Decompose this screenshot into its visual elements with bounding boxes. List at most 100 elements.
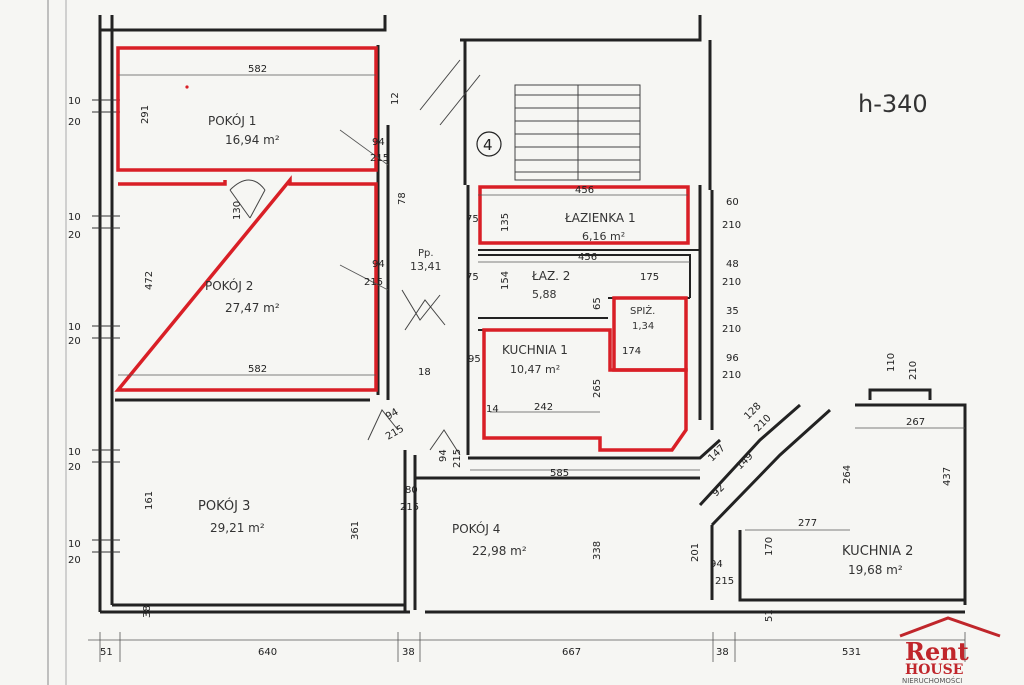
red-dot — [185, 85, 189, 89]
room-name-laz2: ŁAZ. 2 — [531, 269, 570, 283]
dim-label: 154 — [500, 271, 511, 290]
room-name-pokoj1: POKÓJ 1 — [208, 113, 256, 128]
dim-label: 14 — [486, 404, 499, 415]
room-area-hall: 13,41 — [410, 260, 442, 273]
highlight-kuchnia1 — [482, 328, 688, 452]
dim-label: 95 — [468, 354, 481, 365]
dim-label: 51 — [100, 647, 113, 658]
dim-label: 361 — [350, 521, 361, 540]
outer-walls — [98, 15, 967, 614]
dimension-lines — [88, 74, 966, 662]
room-area-kuchnia2: 19,68 m² — [848, 563, 903, 577]
room-area-pokoj4: 22,98 m² — [472, 544, 527, 558]
dim-label: 80 — [405, 485, 418, 496]
dim-label: 338 — [592, 541, 603, 560]
dim-label: 130 — [232, 201, 243, 220]
room-area-spiz: 1,34 — [632, 321, 654, 332]
dim-label: 94 — [372, 259, 385, 270]
room-name-kuchnia1: KUCHNIA 1 — [502, 343, 568, 357]
highlighted-rooms — [114, 46, 690, 452]
dim-label: 48 — [726, 259, 739, 270]
window-label: 10 — [68, 539, 81, 550]
dim-label: 174 — [622, 346, 641, 357]
window-label: 10 — [68, 447, 81, 458]
window-marks — [92, 99, 120, 553]
room-name-pokoj2: POKÓJ 2 — [205, 278, 253, 293]
room-area-lazienka1: 6,16 m² — [582, 230, 625, 243]
dim-label: 267 — [906, 417, 925, 428]
dim-label: 38 — [716, 647, 729, 658]
dim-label: 265 — [592, 379, 603, 398]
window-label: 10 — [68, 96, 81, 107]
room-name-pokoj3: POKÓJ 3 — [198, 498, 250, 514]
dim-label: 456 — [578, 252, 597, 263]
dim-label: 18 — [418, 367, 431, 378]
dim-label: 110 — [886, 353, 897, 372]
dim-label: 277 — [798, 518, 817, 529]
dim-label: 210 — [722, 324, 741, 335]
dim-label: 12 — [390, 92, 401, 105]
room-name-lazienka1: ŁAZIENKA 1 — [564, 211, 636, 225]
staircase-marker — [476, 131, 502, 157]
highlight-pokoj1 — [116, 46, 378, 172]
room-area-kuchnia1: 10,47 m² — [510, 363, 560, 376]
dim-label: 94 — [438, 449, 449, 462]
dim-label: 94 — [372, 137, 385, 148]
rent-house-logo: Rent HOUSE NIERUCHOMOŚCI — [899, 616, 1001, 685]
logo-house: HOUSE — [905, 662, 963, 678]
dim-label: 291 — [140, 105, 151, 124]
window-label: 20 — [68, 555, 81, 566]
dim-label: 161 — [144, 491, 155, 510]
dim-label: 472 — [144, 271, 155, 290]
dim-label: 35 — [726, 306, 739, 317]
dim-label: 215 — [452, 449, 463, 468]
dim-label: 242 — [534, 402, 553, 413]
window-label: 20 — [68, 462, 81, 473]
room-name-spiz: SPIŻ. — [630, 304, 655, 317]
dim-label: 582 — [248, 364, 267, 375]
dim-label: 437 — [942, 467, 953, 486]
dim-label: 94 — [710, 559, 723, 570]
room-name-hall: Pp. — [418, 248, 434, 259]
dim-label: 215 — [364, 277, 383, 288]
logo-tagline: NIERUCHOMOŚCI — [902, 676, 962, 685]
staircase — [419, 59, 641, 181]
window-label: 20 — [68, 117, 81, 128]
dim-label: 210 — [722, 277, 741, 288]
dim-label: 78 — [397, 192, 408, 205]
dim-label: 60 — [726, 197, 739, 208]
dim-label: 456 — [575, 185, 594, 196]
dim-label: 667 — [562, 647, 581, 658]
dim-label: 170 — [764, 537, 775, 556]
highlight-pokoj2 — [114, 175, 378, 392]
dim-label: 640 — [258, 647, 277, 658]
logo-rent: Rent — [905, 637, 969, 666]
dim-label: 215 — [400, 502, 419, 513]
dim-label: 38 — [402, 647, 415, 658]
room-area-pokoj3: 29,21 m² — [210, 521, 265, 535]
highlight-lazienka1 — [478, 185, 690, 245]
dim-label: 210 — [722, 220, 741, 231]
room-name-kuchnia2: KUCHNIA 2 — [842, 544, 913, 559]
dim-label: 51 — [764, 609, 775, 622]
dim-label: 65 — [592, 297, 603, 310]
dim-label: 38 — [142, 605, 153, 618]
height-annotation: h-340 — [858, 90, 928, 118]
room-area-laz2: 5,88 — [532, 288, 557, 301]
window-label: 20 — [68, 336, 81, 347]
dim-label: 135 — [500, 213, 511, 232]
dim-label: 75 — [466, 214, 479, 225]
dim-label: 582 — [248, 64, 267, 75]
door-swings — [229, 179, 461, 456]
dim-label: 585 — [550, 468, 569, 479]
room-name-pokoj4: POKÓJ 4 — [452, 521, 500, 536]
window-label: 20 — [68, 230, 81, 241]
room-area-pokoj2: 27,47 m² — [225, 301, 280, 315]
window-label: 10 — [68, 212, 81, 223]
dim-label: 75 — [466, 272, 479, 283]
dim-label: 175 — [640, 272, 659, 283]
dim-label: 210 — [908, 361, 919, 380]
dim-label: 531 — [842, 647, 861, 658]
